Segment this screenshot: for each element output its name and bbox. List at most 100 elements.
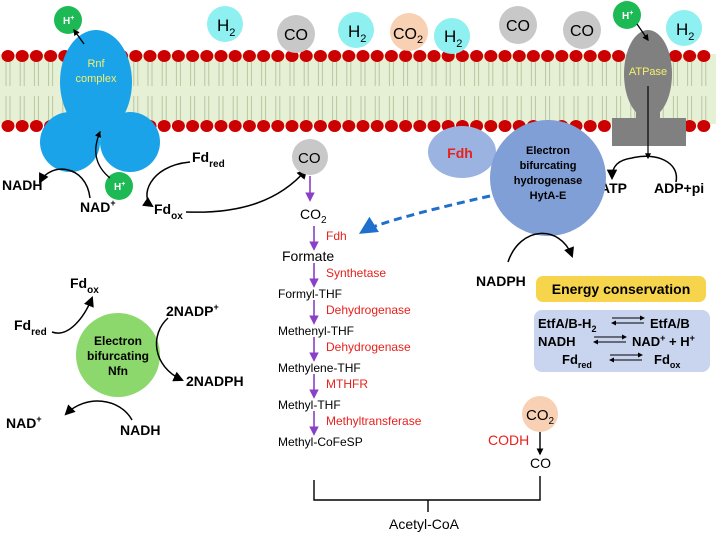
lipid-head — [399, 120, 413, 132]
lipid-head — [413, 120, 427, 132]
energy-title: Energy conservation — [552, 281, 691, 297]
lipid-head — [384, 50, 398, 62]
lipid-head — [313, 120, 327, 132]
lipid-head — [484, 50, 498, 62]
lipid-head — [143, 50, 157, 62]
svg-text:H+: H+ — [114, 181, 125, 193]
h2-bubble: H2 — [434, 18, 470, 54]
energy-conservation-panel: Energy conservation EtfA/B-H2 EtfA/B NAD… — [534, 276, 710, 372]
nfn-line1: Electron — [94, 334, 142, 348]
lipid-head — [285, 50, 299, 62]
lipid-head — [228, 50, 242, 62]
intermediate-label: Methyl-CoFeSP — [278, 435, 363, 449]
lipid-head — [228, 120, 242, 132]
svg-text:Fdox: Fdox — [654, 352, 680, 370]
svg-text:CO2: CO2 — [526, 407, 555, 427]
lipid-head — [328, 120, 342, 132]
rnf-complex: Rnf complex H+ H+ — [40, 6, 160, 200]
proton-icon: H+ — [105, 172, 133, 200]
acetyl-coa-junction: Acetyl-CoA — [313, 476, 541, 532]
intermediate-label: Methyl-THF — [278, 398, 341, 412]
lipid-head — [200, 120, 214, 132]
intermediate-label: Methylene-THF — [278, 361, 361, 375]
lipid-head — [470, 50, 484, 62]
lipid-head — [15, 50, 29, 62]
svg-text:CO: CO — [284, 27, 308, 44]
nadh-label: NADH — [2, 177, 42, 193]
hydrogenase-line4: HytA-E — [530, 190, 567, 202]
co-bubble-label: CO — [298, 150, 321, 167]
electron-bifurcating-hydrogenase: Fdh Electron bifurcating hydrogenase Hyt… — [358, 120, 606, 294]
lipid-head — [171, 120, 185, 132]
lipid-head — [1, 50, 15, 62]
hydrogenase-line3: hydrogenase — [514, 175, 582, 187]
nadp-label: 2NADP+ — [166, 302, 219, 319]
lipid-head — [555, 50, 569, 62]
lipid-head — [342, 120, 356, 132]
fd-ox-label: Fdox — [154, 201, 183, 222]
atpase-label: ATPase — [629, 66, 667, 78]
rnf-label-line2: complex — [76, 73, 117, 85]
svg-text:CO: CO — [506, 18, 530, 35]
lipid-head — [214, 120, 228, 132]
carbonyl-branch: CO2 CODH CO — [488, 396, 558, 471]
h2-bubble: H2 — [207, 6, 243, 42]
svg-text:EtfA/B: EtfA/B — [650, 316, 690, 331]
svg-text:H2: H2 — [676, 20, 694, 43]
intermediate-label: Methenyl-THF — [278, 324, 354, 338]
co-label: CO — [530, 455, 551, 471]
svg-text:H+: H+ — [622, 10, 633, 22]
svg-text:CO2: CO2 — [393, 26, 423, 46]
lipid-head — [356, 50, 370, 62]
rnf-reactions: NADH NAD+ Fdred Fdox — [2, 149, 308, 222]
nad-label: NAD+ — [80, 198, 116, 215]
svg-text:H2: H2 — [444, 27, 462, 50]
svg-text:NADH: NADH — [538, 334, 576, 349]
lipid-head — [285, 120, 299, 132]
lipid-head — [370, 50, 384, 62]
h2-bubble: H2 — [338, 12, 374, 48]
lipid-head — [541, 50, 555, 62]
fd-ox-label: Fdox — [70, 275, 99, 296]
lipid-head — [29, 50, 43, 62]
energy-row: EtfA/B-H2 EtfA/B — [538, 315, 690, 334]
lipid-head — [683, 120, 697, 132]
co-bubble: CO — [277, 15, 315, 53]
energy-row: NADH NAD+ + H+ — [538, 333, 695, 349]
lipid-head — [313, 50, 327, 62]
lipid-head — [384, 120, 398, 132]
lipid-head — [129, 50, 143, 62]
atp-label: ATP — [600, 180, 627, 196]
lipid-head — [299, 120, 313, 132]
gas-bubbles: H2 CO H2 CO2 H2 CO CO H2 — [207, 6, 702, 54]
electron-bifurcating-nfn: Electron bifurcating Nfn Fdox Fdred 2NAD… — [6, 275, 244, 438]
lipid-head — [597, 50, 611, 62]
nfn-line3: Nfn — [108, 364, 128, 378]
enzyme-label: Dehydrogenase — [326, 340, 411, 354]
rnf-label-line1: Rnf — [87, 58, 105, 70]
lipid-head — [512, 50, 526, 62]
lipid-head — [271, 120, 285, 132]
lipid-head — [356, 120, 370, 132]
lipid-head — [257, 50, 271, 62]
nadh-label: NADH — [120, 422, 160, 438]
nadph-label: 2NADPH — [186, 373, 244, 389]
co-bubble: CO — [563, 11, 601, 49]
lipid-head — [427, 50, 441, 62]
lipid-head — [15, 120, 29, 132]
hydrogenase-line1: Electron — [526, 145, 570, 157]
lipid-head — [668, 50, 682, 62]
lipid-head — [242, 120, 256, 132]
svg-text:H2: H2 — [348, 22, 366, 45]
fdh-label: Fdh — [447, 145, 473, 161]
svg-text:H+: H+ — [63, 15, 74, 27]
lipid-head — [1, 120, 15, 132]
energy-row: Fdred Fdox — [562, 352, 680, 370]
co-bubble: CO — [499, 6, 537, 44]
nad-label: NAD+ — [6, 414, 42, 431]
lipid-head — [484, 120, 498, 132]
lipid-head — [427, 120, 441, 132]
co2-bubble: CO2 — [390, 13, 428, 51]
enzyme-label: Methyltransferase — [326, 414, 422, 428]
